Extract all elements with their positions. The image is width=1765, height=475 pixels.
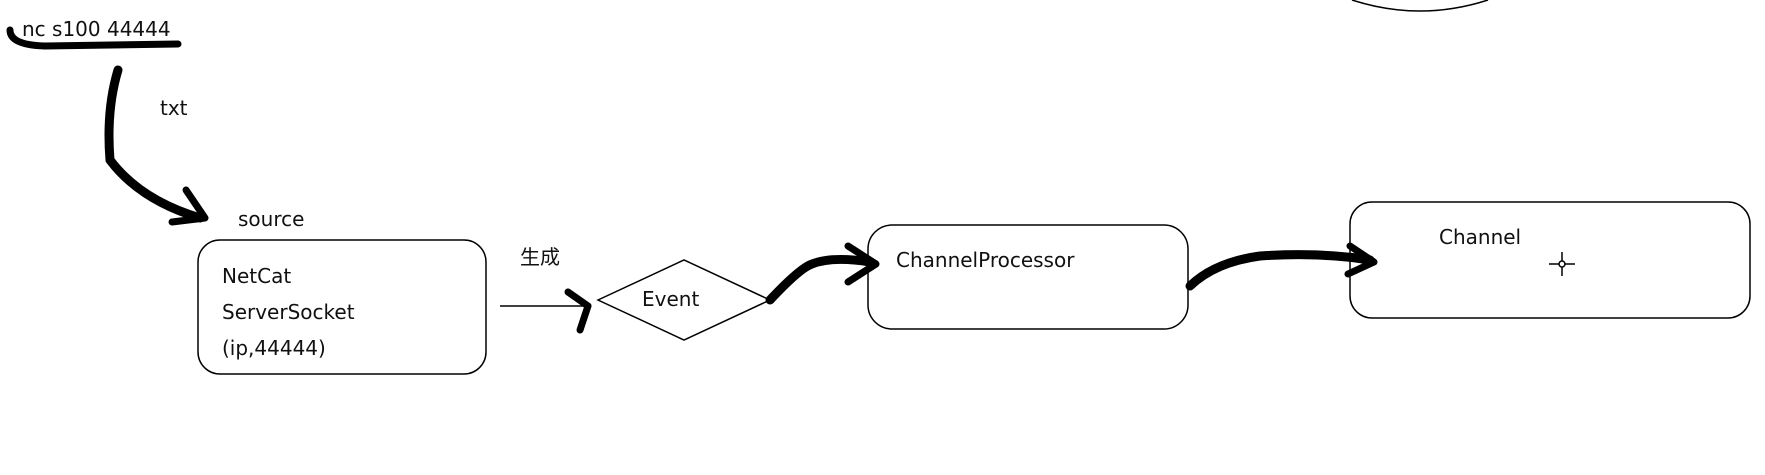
processor-to-channel-arrow <box>1185 250 1375 291</box>
command-text: nc s100 44444 <box>22 17 171 41</box>
source-box: NetCat ServerSocket (ip,44444) <box>222 258 355 366</box>
command-to-source-arrow <box>104 65 205 223</box>
command-underline-stroke <box>6 26 182 50</box>
processor-to-channel-arrowhead <box>1344 242 1378 278</box>
event-to-processor-arrow <box>765 254 875 305</box>
source-box-line-3: (ip,44444) <box>222 336 326 360</box>
txt-label: txt <box>160 96 188 120</box>
source-box-line-1: NetCat <box>222 264 292 288</box>
source-box-shape <box>197 239 487 375</box>
command-to-source-arrowhead <box>168 186 209 226</box>
generate-label: 生成 <box>520 245 560 269</box>
source-box-line-2: ServerSocket <box>222 300 355 324</box>
source-to-event-arrowhead <box>564 288 592 334</box>
crosshair-cursor-icon <box>1549 252 1575 276</box>
channel-box-shape <box>1349 201 1751 319</box>
channel-label: Channel <box>1439 225 1522 249</box>
event-label: Event <box>642 287 700 311</box>
partial-circle-shape <box>1351 0 1489 12</box>
event-to-processor-arrowhead <box>844 242 880 286</box>
channel-processor-label: ChannelProcessor <box>896 248 1075 272</box>
channel-processor-box-shape <box>867 224 1189 330</box>
source-label: source <box>238 207 305 231</box>
